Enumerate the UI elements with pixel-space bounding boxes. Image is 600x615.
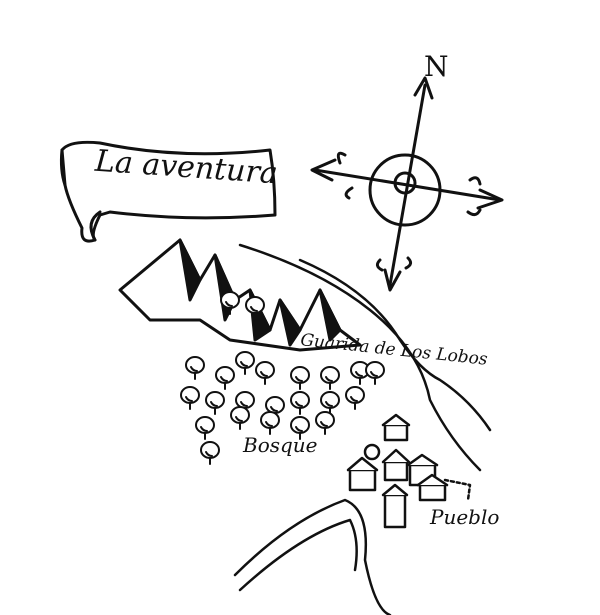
tree-trunk — [250, 306, 258, 320]
tree-trunk — [295, 376, 303, 390]
place-label-village: Pueblo — [430, 505, 500, 529]
title-banner — [59, 140, 277, 243]
north-label: N — [424, 50, 449, 83]
tree-trunk — [200, 426, 208, 440]
forest-trees — [180, 291, 385, 465]
village-houses — [346, 413, 472, 529]
tree-trunk — [185, 396, 193, 410]
tree-trunk — [295, 401, 303, 415]
tree-trunk — [220, 376, 228, 390]
tree-trunk — [260, 371, 268, 385]
tree-trunk — [370, 371, 378, 385]
tree-trunk — [320, 421, 328, 435]
tree-trunk — [265, 421, 273, 435]
tree-trunk — [190, 366, 198, 380]
place-label-forest: Bosque — [243, 433, 318, 457]
road — [233, 498, 392, 615]
tree-trunk — [210, 401, 218, 415]
tree-trunk — [350, 396, 358, 410]
tree-trunk — [235, 416, 243, 430]
tree-trunk — [240, 361, 248, 375]
tree-trunk — [355, 371, 363, 385]
tree-trunk — [295, 426, 303, 440]
tree-trunk — [225, 301, 233, 315]
compass-rose-icon — [310, 76, 504, 292]
river — [238, 243, 492, 472]
tree-trunk — [325, 376, 333, 390]
tree-trunk — [205, 451, 213, 465]
